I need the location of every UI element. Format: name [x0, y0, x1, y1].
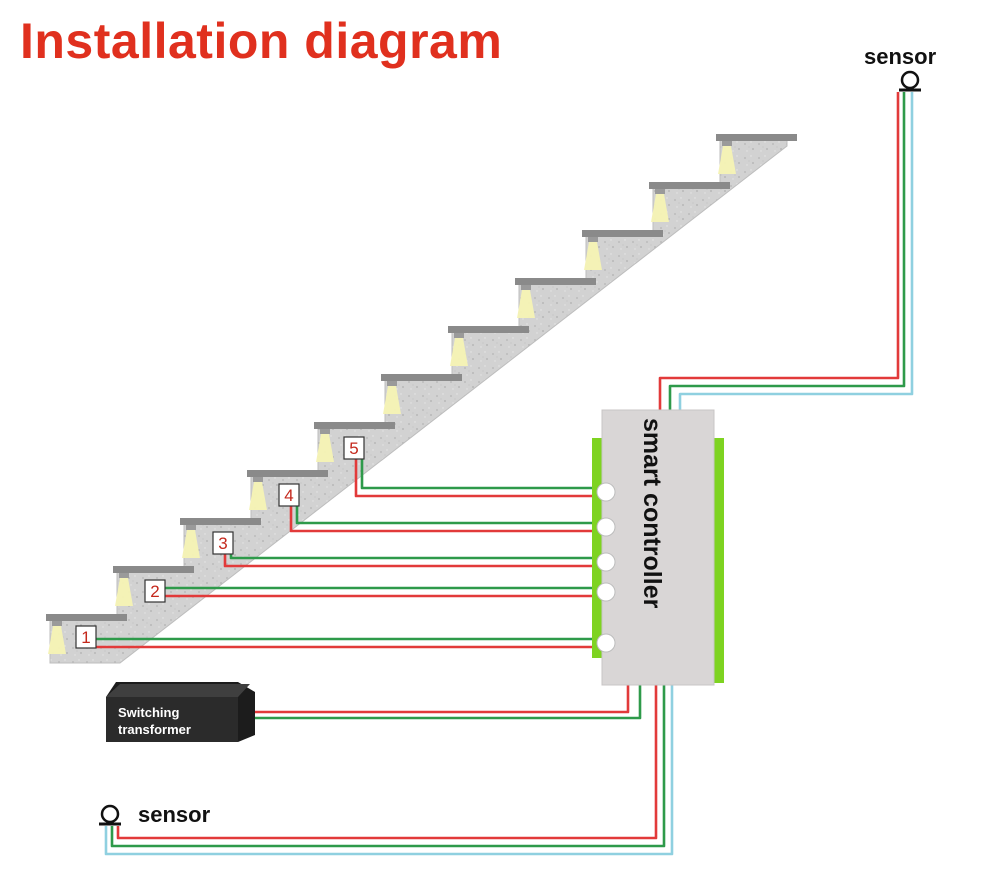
stair-tread: [314, 422, 395, 429]
stair-light-icon: [718, 141, 736, 174]
stair-light-icon: [249, 477, 267, 510]
channel-label: 2: [150, 582, 159, 601]
channel-wire-red: [289, 506, 602, 533]
sensor-bottom-wire-green: [110, 685, 666, 848]
stair-light-icon: [383, 381, 401, 414]
stair-light-icon: [651, 189, 669, 222]
stair-light-icon: [517, 285, 535, 318]
stair-light-icon: [584, 237, 602, 270]
channel-wire-red: [354, 459, 602, 498]
stair-tread: [381, 374, 462, 381]
channel-wire-green: [295, 506, 602, 525]
channel-wire-red: [86, 645, 602, 649]
sensor-top-label: sensor: [864, 44, 937, 69]
stair-light-icon: [115, 573, 133, 606]
sensor-top-wire-green: [668, 92, 906, 410]
channel-label-box: [75, 625, 97, 649]
stair-light-icon: [182, 525, 200, 558]
stair-tread: [180, 518, 261, 525]
channel-wire-green: [229, 554, 602, 560]
switching-transformer: Switching transformer: [106, 682, 255, 742]
sensor-icon: [899, 70, 921, 92]
diagram-title: Installation diagram: [20, 13, 503, 69]
sensor-bottom-label: sensor: [138, 802, 211, 827]
stair-tread: [649, 182, 730, 189]
stair-tread: [582, 230, 663, 237]
channel-wire-red: [155, 594, 602, 602]
transformer-label-line2: transformer: [118, 722, 191, 737]
stair-tread: [247, 470, 328, 477]
channel-label: 1: [81, 628, 90, 647]
channel-label: 4: [284, 486, 293, 505]
sensor-icon: [99, 804, 121, 826]
sensor-top-wire-blue: [678, 92, 914, 410]
channel-label-box: [343, 436, 365, 460]
transformer-wire-green: [255, 685, 642, 720]
sensor-bottom-wire-red: [116, 685, 658, 840]
channel-wire-green: [360, 459, 602, 490]
stair-light-icon: [450, 333, 468, 366]
controller-body: [601, 409, 715, 686]
transformer-label-line1: Switching: [118, 705, 179, 720]
sensor-top-wire-red: [658, 92, 900, 410]
channel-label-box: [144, 579, 166, 603]
controller-port: [596, 552, 616, 572]
stair-tread: [515, 278, 596, 285]
controller-port: [596, 482, 616, 502]
channel-label-box: [278, 483, 300, 507]
transformer-wire-red: [255, 685, 630, 714]
channel-wire-red: [223, 554, 602, 568]
stair-light-icon: [316, 429, 334, 462]
controller-port: [596, 517, 616, 537]
stair-tread: [46, 614, 127, 621]
stair-light-icon: [48, 621, 66, 654]
sensor-bottom-wire-blue: [104, 685, 674, 856]
controller-port: [596, 582, 616, 602]
stair-tread: [716, 134, 797, 141]
channel-label-box: [212, 531, 234, 555]
smart-controller: smart controller: [592, 409, 724, 686]
channel-label: 5: [349, 439, 358, 458]
controller-rail-right: [712, 438, 724, 683]
stair-tread: [113, 566, 194, 573]
stair-tread: [448, 326, 529, 333]
controller-label: smart controller: [638, 418, 666, 609]
controller-port: [596, 633, 616, 653]
channel-label: 3: [218, 534, 227, 553]
